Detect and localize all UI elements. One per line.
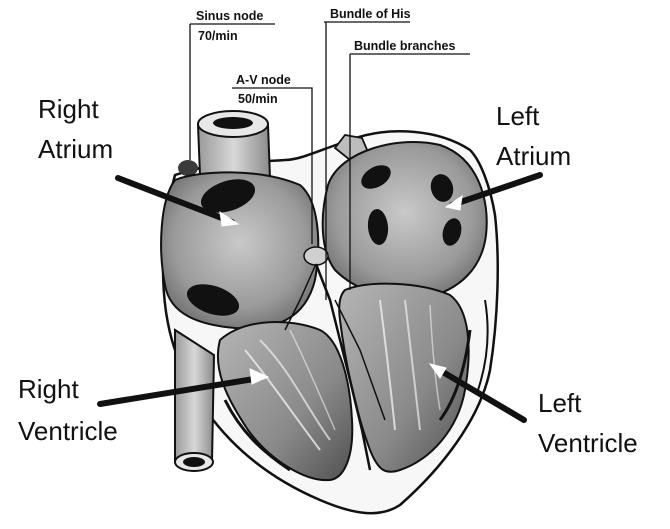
left-atrium-label-line1: Left	[496, 101, 540, 131]
sinus-node-label: Sinus node	[196, 9, 263, 23]
bundle-branches-label: Bundle branches	[354, 39, 455, 53]
right-atrium-label-line2: Atrium	[38, 134, 113, 164]
left-atrium-chamber	[323, 142, 487, 299]
right-ventricle-label-line2: Ventricle	[18, 416, 118, 446]
inferior-vena-cava	[175, 330, 214, 471]
left-ventricle-label-line1: Left	[538, 388, 582, 418]
left-ventricle-label-line2: Ventricle	[538, 428, 638, 458]
superior-vena-cava	[198, 111, 270, 178]
right-ventricle-chamber	[218, 322, 352, 480]
av-node-marker	[304, 247, 328, 265]
av-node-label: A-V node	[236, 73, 291, 87]
av-rate-label: 50/min	[238, 92, 278, 106]
right-ventricle-label-line1: Right	[18, 374, 79, 404]
sinus-node-marker	[178, 160, 198, 176]
bundle-of-his-label: Bundle of His	[330, 7, 411, 21]
right-atrium-chamber	[161, 172, 318, 328]
left-atrium-label-line2: Atrium	[496, 141, 571, 171]
right-atrium-label-line1: Right	[38, 94, 99, 124]
sinus-rate-label: 70/min	[198, 29, 238, 43]
